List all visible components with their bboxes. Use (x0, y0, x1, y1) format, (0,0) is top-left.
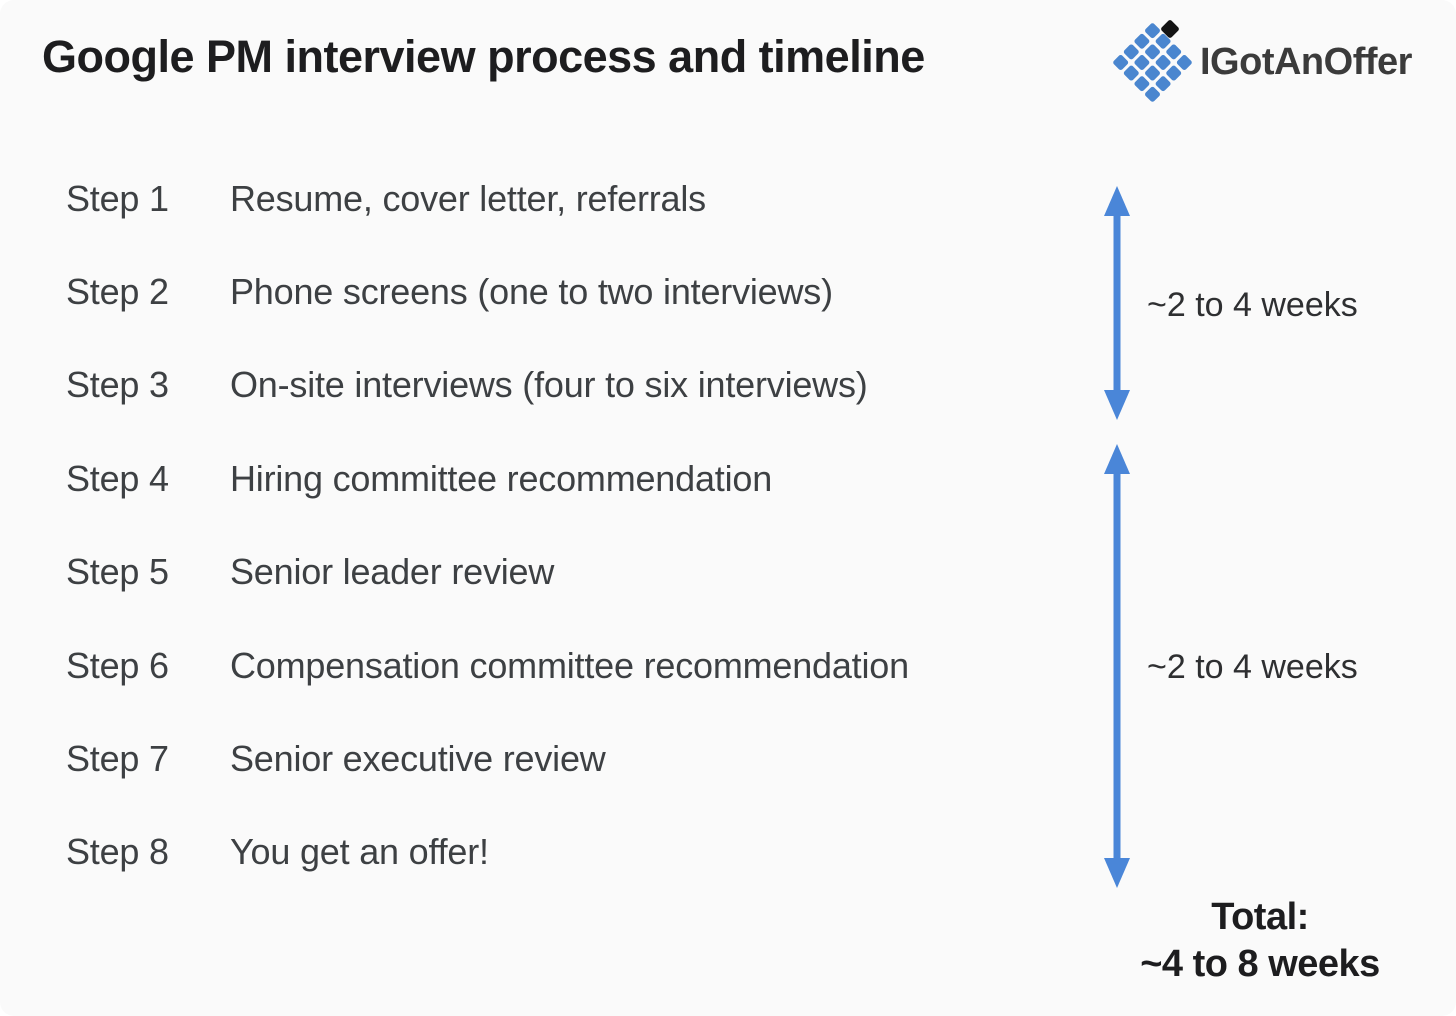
arrow-shaft (1113, 464, 1121, 868)
step-row-7: Step 7 Senior executive review (66, 712, 909, 805)
step-description: Senior executive review (230, 738, 606, 780)
arrowhead-down-icon (1104, 858, 1130, 888)
step-number: Step 8 (66, 831, 169, 873)
step-row-6: Step 6 Compensation committee recommenda… (66, 619, 909, 712)
step-row-4: Step 4 Hiring committee recommendation (66, 432, 909, 525)
phase1-duration-label: ~2 to 4 weeks (1147, 286, 1358, 324)
step-row-2: Step 2 Phone screens (one to two intervi… (66, 245, 909, 338)
step-row-1: Step 1 Resume, cover letter, referrals (66, 152, 909, 245)
step-number: Step 3 (66, 364, 169, 406)
step-number: Step 6 (66, 644, 169, 686)
step-number: Step 4 (66, 457, 169, 499)
phase1-double-arrow-icon (1104, 186, 1130, 420)
brand-name: IGotAnOffer (1200, 41, 1412, 83)
step-row-8: Step 8 You get an offer! (66, 806, 909, 899)
step-description: Phone screens (one to two interviews) (230, 271, 833, 313)
step-number: Step 2 (66, 271, 169, 313)
step-number: Step 5 (66, 551, 169, 593)
total-duration-value: ~4 to 8 weeks (1140, 943, 1380, 985)
steps-list: Step 1 Resume, cover letter, referrals S… (66, 152, 909, 899)
step-description: Resume, cover letter, referrals (230, 177, 706, 219)
igotanoffer-logo-icon (1112, 22, 1193, 103)
page-title: Google PM interview process and timeline (42, 31, 925, 82)
total-label: Total: (1211, 896, 1309, 938)
phase2-double-arrow-icon (1104, 444, 1130, 888)
phase2-duration-label: ~2 to 4 weeks (1147, 648, 1358, 686)
step-row-5: Step 5 Senior leader review (66, 526, 909, 619)
step-description: Hiring committee recommendation (230, 457, 773, 499)
step-description: On-site interviews (four to six intervie… (230, 364, 868, 406)
step-number: Step 7 (66, 738, 169, 780)
logo-tile-grid (1112, 22, 1193, 103)
step-description: Senior leader review (230, 551, 555, 593)
step-description: Compensation committee recommendation (230, 644, 909, 686)
arrow-shaft (1113, 206, 1121, 400)
step-description: You get an offer! (230, 831, 489, 873)
step-row-3: Step 3 On-site interviews (four to six i… (66, 339, 909, 432)
step-number: Step 1 (66, 177, 169, 219)
total-duration-block: Total: ~4 to 8 weeks (1095, 894, 1425, 988)
arrowhead-down-icon (1104, 390, 1130, 420)
